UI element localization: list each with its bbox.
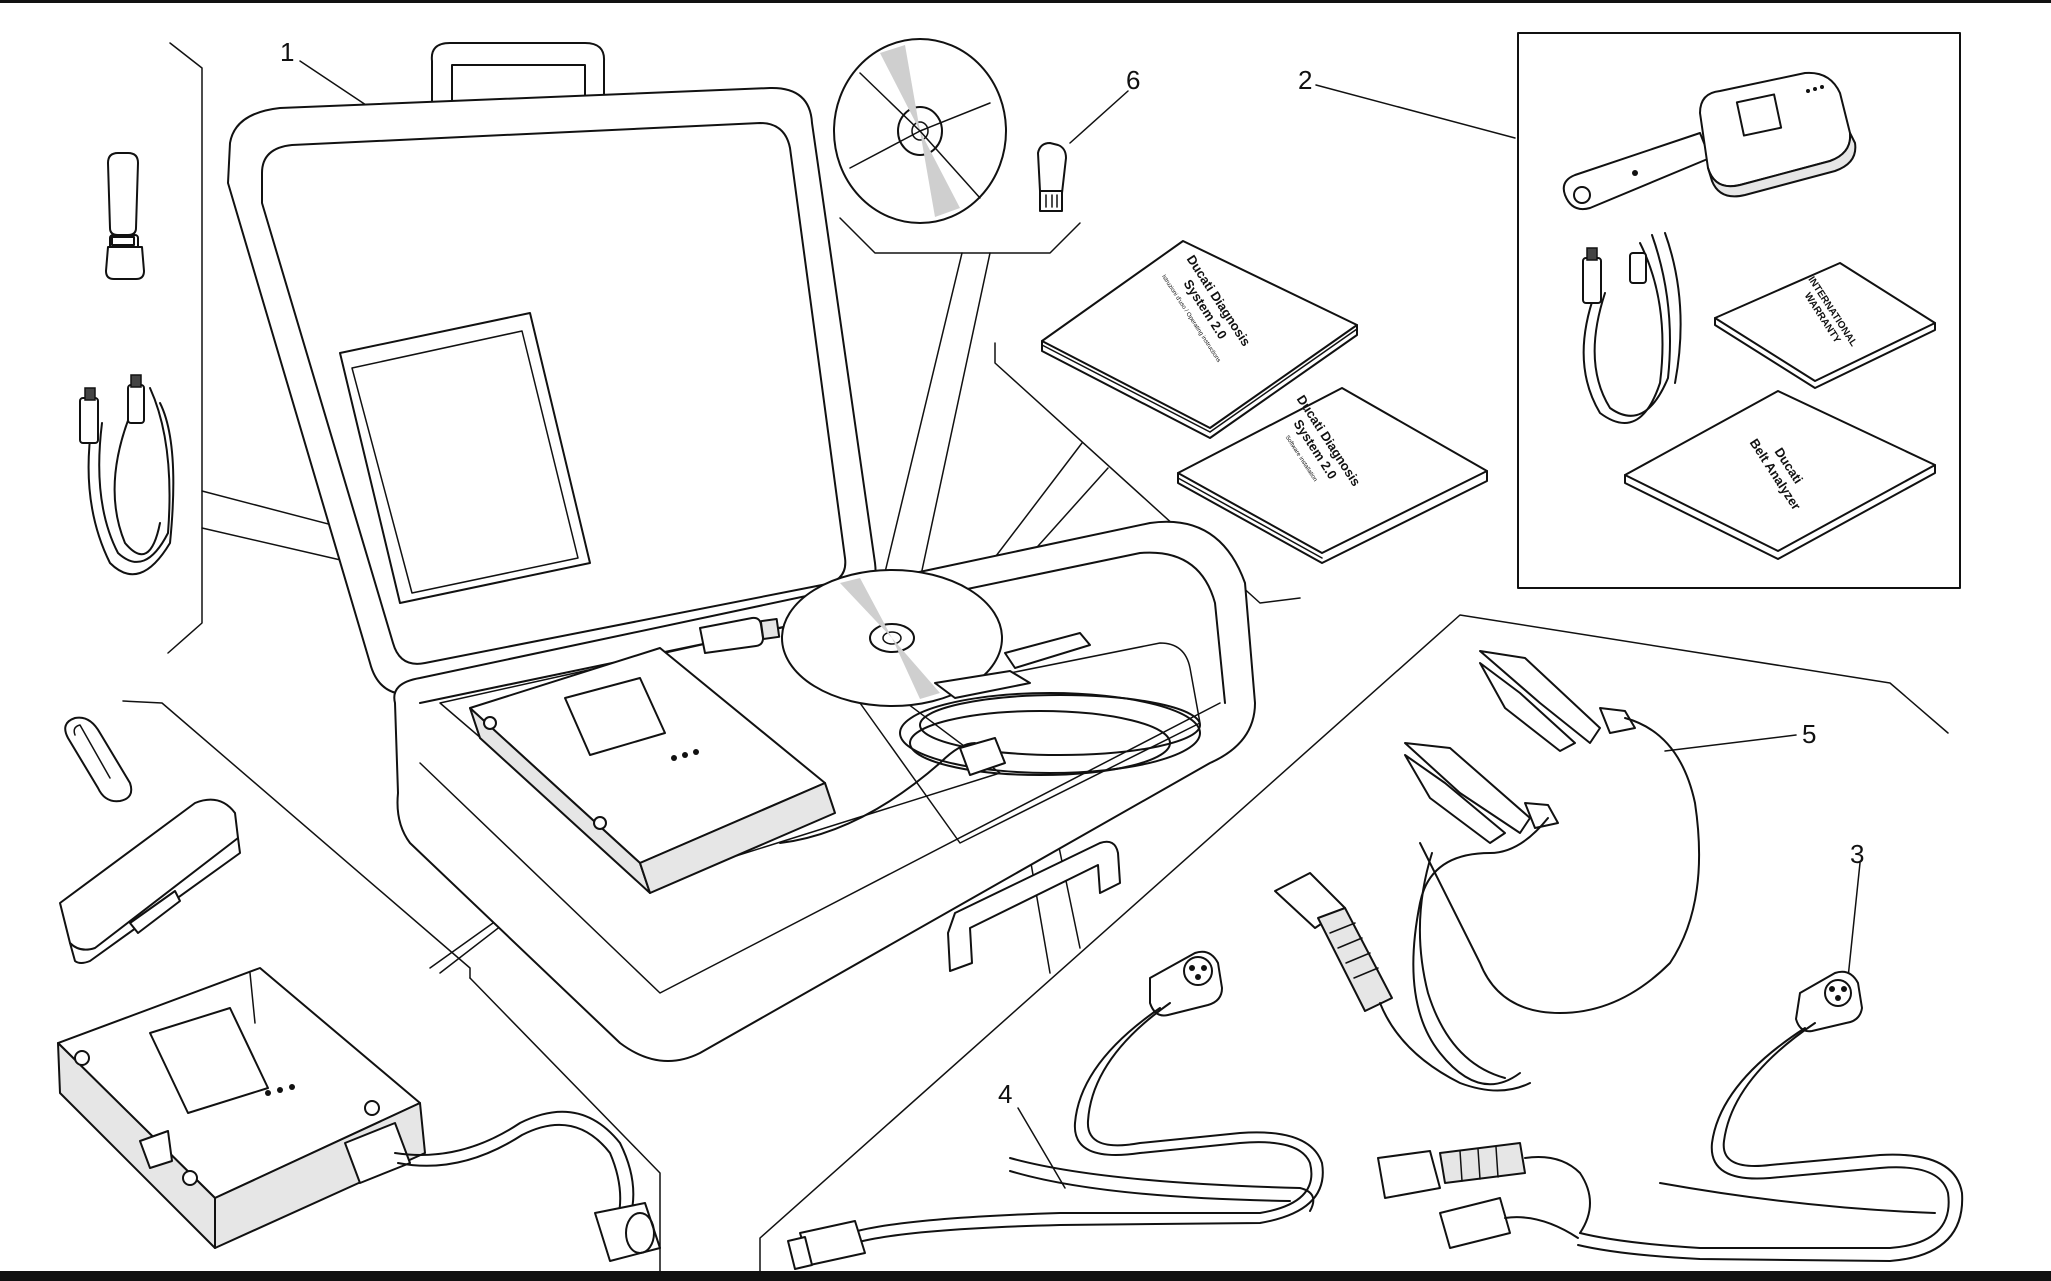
usb-key-loose bbox=[105, 152, 145, 280]
usb-key-6 bbox=[1037, 142, 1067, 212]
callout-5: 5 bbox=[1802, 719, 1816, 749]
callout-1: 1 bbox=[280, 37, 294, 67]
warranty-booklet: INTERNATIONAL WARRANTY bbox=[1714, 262, 1936, 389]
callout-numbers: 1 2 3 4 5 6 bbox=[280, 37, 1864, 1109]
callout-2: 2 bbox=[1298, 65, 1312, 95]
shoulder-strap bbox=[59, 798, 241, 964]
belt-analyzer-usb-cable bbox=[1582, 232, 1682, 424]
belt-analyzer-manual: Ducati Belt Analyzer bbox=[1624, 390, 1936, 560]
belt-analyzer-tool bbox=[1562, 71, 1857, 211]
usb-cable-loose bbox=[79, 374, 175, 576]
diagram-canvas: Ducati Diagnosis System 2.0 Istruzioni d… bbox=[57, 32, 1964, 1271]
callout-3: 3 bbox=[1850, 839, 1864, 869]
callout-4: 4 bbox=[998, 1079, 1012, 1109]
carabiner bbox=[64, 716, 133, 803]
carry-case bbox=[227, 42, 1256, 1062]
battery-clamp-cable-5 bbox=[1274, 650, 1701, 1092]
belt-analyzer-kit-box: INTERNATIONAL WARRANTY Ducati Belt Analy… bbox=[1517, 32, 1961, 589]
cable-3 bbox=[1377, 970, 1964, 1262]
manual-operating-instructions: Ducati Diagnosis System 2.0 Istruzioni d… bbox=[1041, 240, 1358, 439]
grouping-lines bbox=[122, 42, 1949, 1271]
diagnostic-unit bbox=[57, 967, 661, 1262]
callout-6: 6 bbox=[1126, 65, 1140, 95]
manual-software-installation: Ducati Diagnosis System 2.0 Software ins… bbox=[1177, 387, 1488, 564]
cable-4 bbox=[787, 950, 1324, 1270]
cd-disc-loose bbox=[833, 38, 1007, 224]
